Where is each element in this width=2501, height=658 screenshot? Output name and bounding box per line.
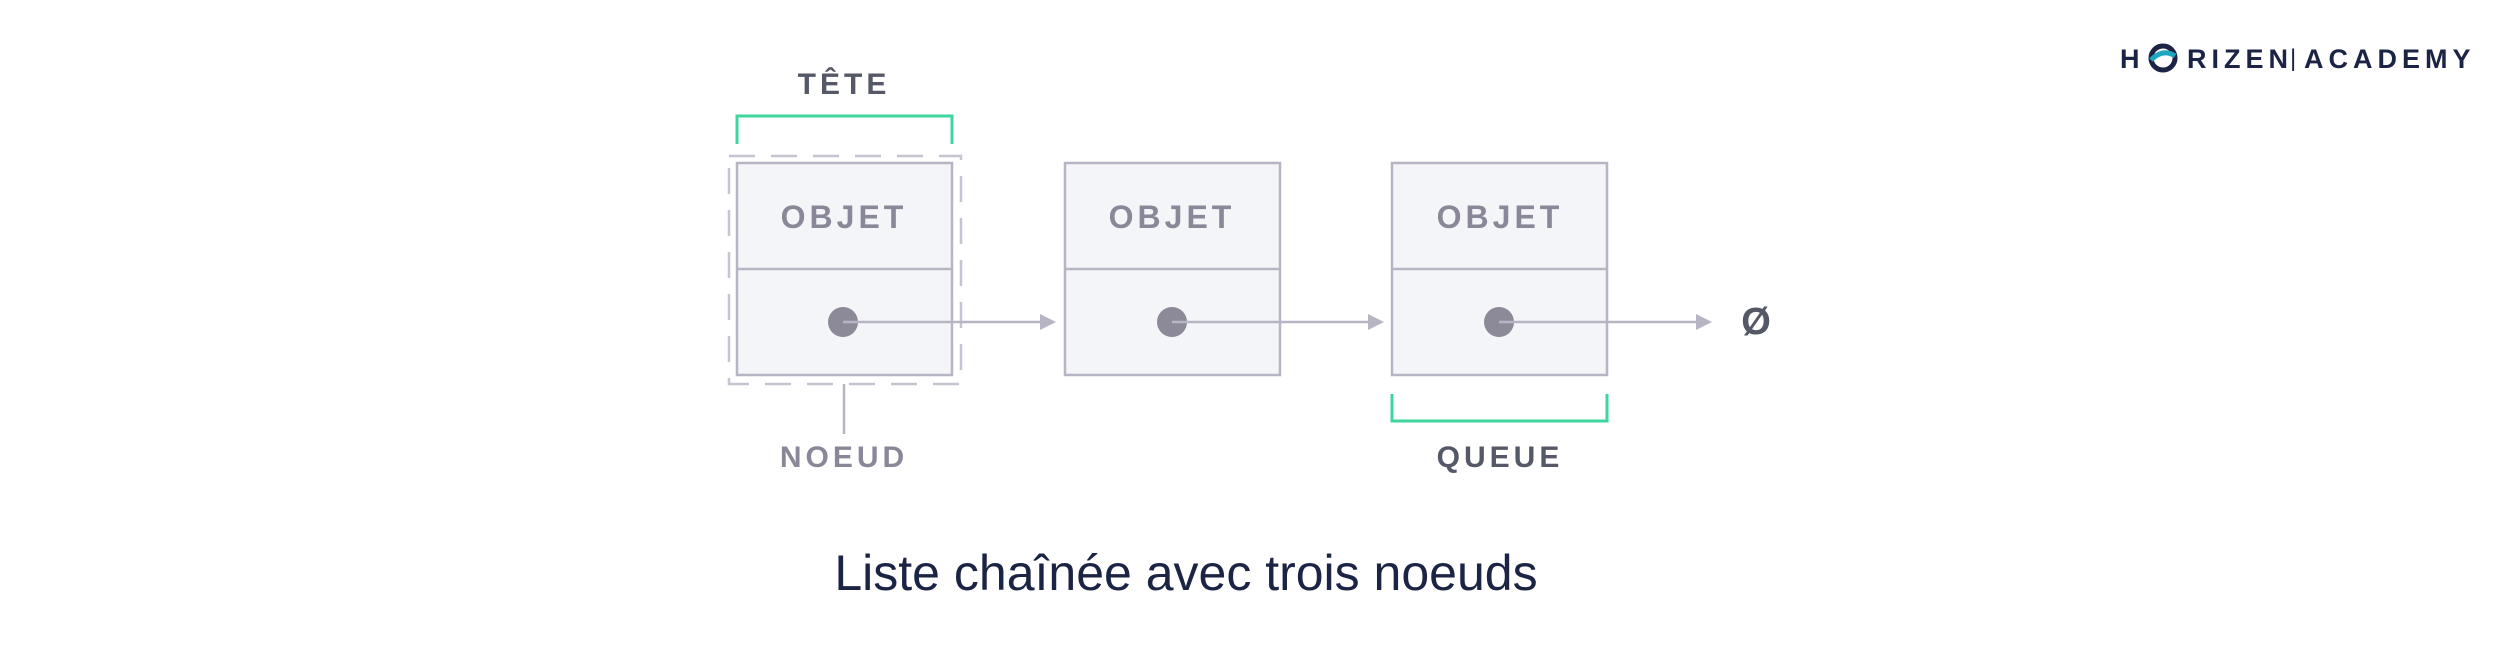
node-1: OBJET [735, 161, 954, 377]
node-2-object-label: OBJET [1109, 199, 1236, 235]
node-1-object-label: OBJET [781, 199, 908, 235]
logo-brand-prefix: H [2120, 44, 2145, 74]
horizen-academy-logo: H RIZEN | ACADEMY [2120, 43, 2476, 74]
null-symbol: Ø [1741, 301, 1771, 343]
head-label: TÊTE [798, 67, 891, 101]
logo-brand-suffix: RIZEN [2187, 44, 2293, 74]
tail-bracket [1390, 394, 1609, 423]
node-3-object-label: OBJET [1437, 199, 1564, 235]
node-dashed-outline [727, 154, 963, 386]
arrow-node2-to-node3 [1172, 314, 1384, 330]
node-2: OBJET [1063, 161, 1282, 377]
logo-divider: | [2290, 45, 2296, 72]
tail-label: QUEUE [1437, 441, 1564, 474]
head-bracket [735, 114, 954, 144]
diagram-caption: Liste chaînée avec trois noeuds [834, 545, 1537, 601]
node-label: NOEUD [780, 441, 908, 474]
logo-academy: ACADEMY [2304, 44, 2476, 74]
node-3: OBJET [1390, 161, 1609, 377]
arrow-node1-to-node2 [843, 314, 1056, 330]
logo-o-icon [2148, 43, 2178, 73]
arrow-node3-to-null [1499, 314, 1712, 330]
